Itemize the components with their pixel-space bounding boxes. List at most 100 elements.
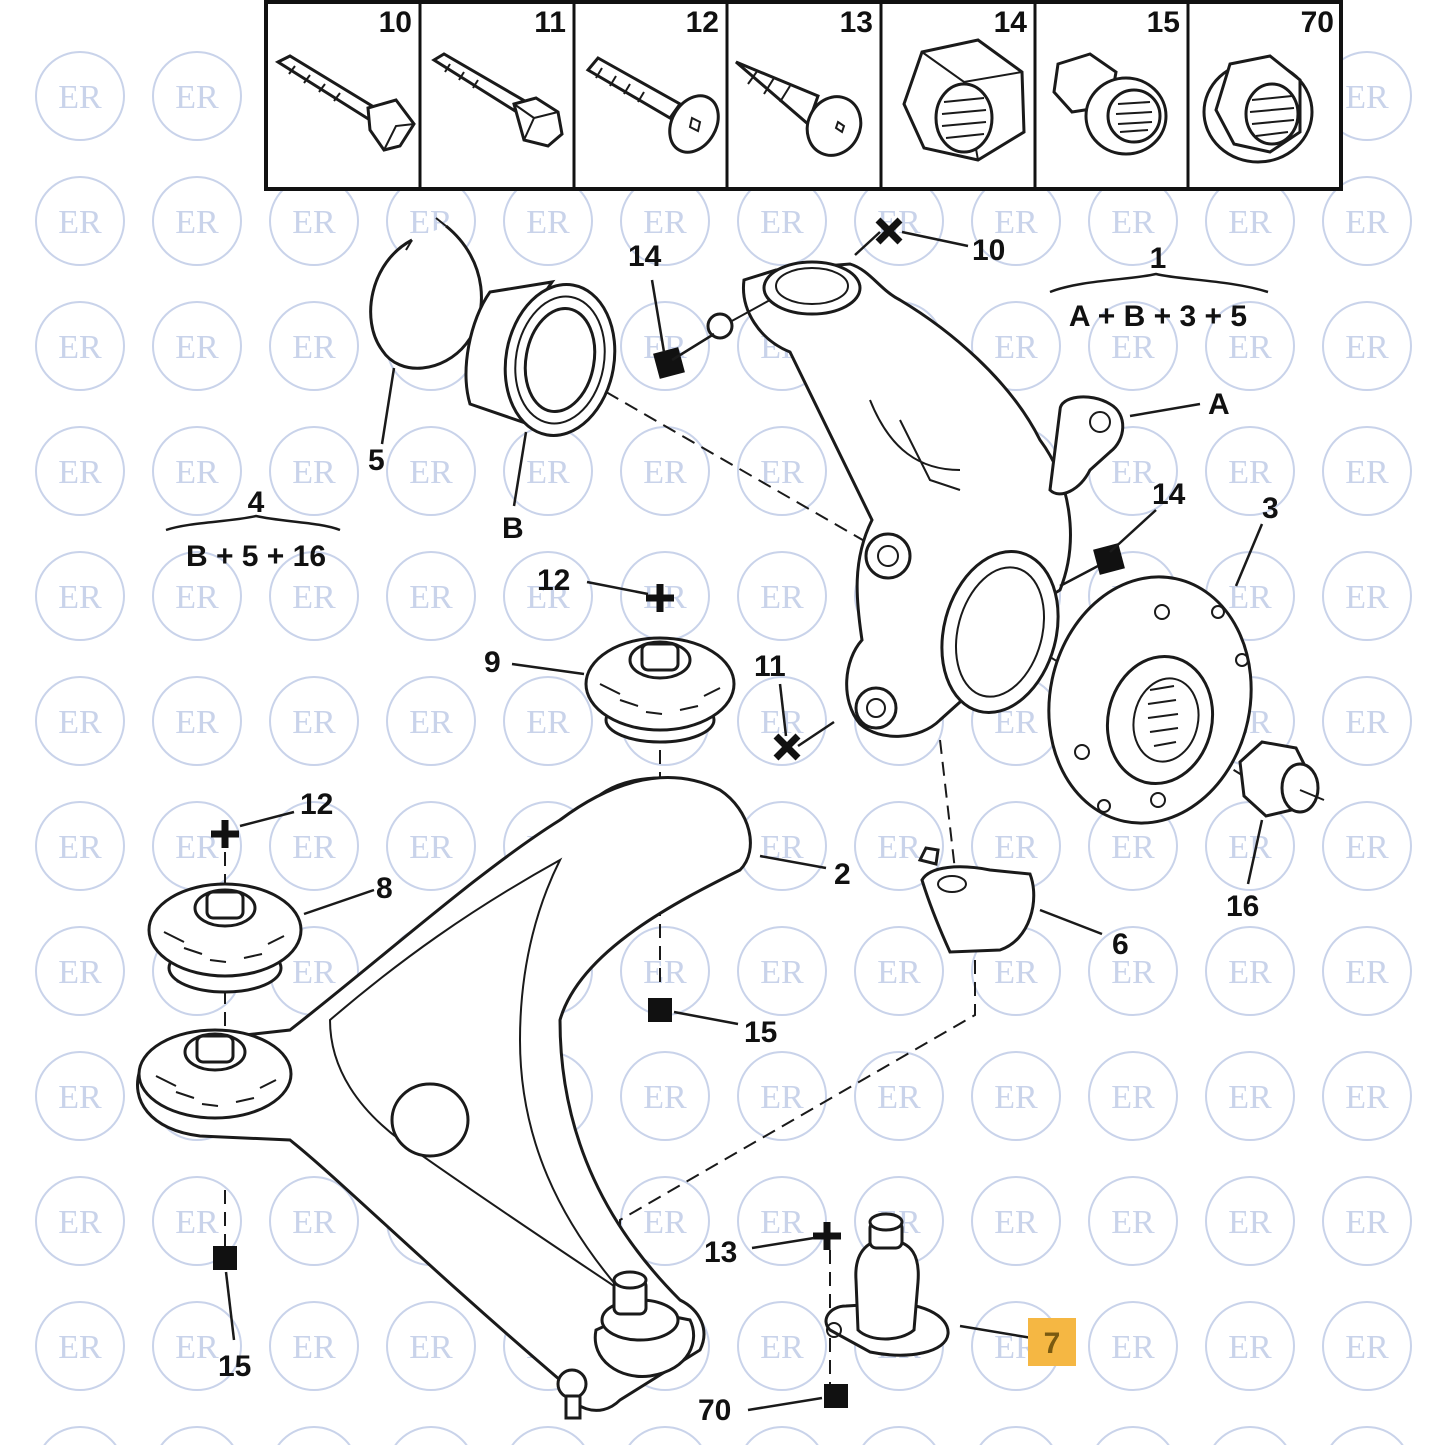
lower-control-arm-part-2 <box>136 776 752 1420</box>
torque-plus-icon <box>211 820 239 848</box>
watermark-text: ER <box>994 954 1038 991</box>
watermark-seal <box>386 1301 476 1391</box>
carriage-bolt-icon <box>274 54 416 152</box>
replace-square-icon <box>1093 543 1125 575</box>
watermark-text: ER <box>58 954 102 991</box>
leader-lines <box>224 230 1264 1412</box>
watermark-text: ER <box>994 829 1038 866</box>
watermark-seal <box>971 1176 1061 1266</box>
header-12: 12 <box>686 6 719 39</box>
watermark-text: ER <box>1111 329 1155 366</box>
watermark-text: ER <box>1228 829 1272 866</box>
watermark-seal <box>1322 426 1412 516</box>
watermark-seal <box>737 676 827 766</box>
torque-cross-icon <box>773 733 801 761</box>
watermark-text: ER <box>175 79 219 116</box>
label-4: 4 <box>248 486 265 519</box>
watermark-text: ER <box>175 1204 219 1241</box>
steering-knuckle-part-A <box>706 260 1125 738</box>
kit-1-formula: A + B + 3 + 5 <box>1069 300 1247 333</box>
flange-lock-nut-icon <box>1202 54 1314 164</box>
watermark-seal <box>152 1176 242 1266</box>
watermark-seal <box>152 301 242 391</box>
watermark-seal <box>386 676 476 766</box>
watermark-text: ER <box>760 954 804 991</box>
watermark-seal <box>152 51 242 141</box>
watermark-seal <box>35 1301 125 1391</box>
watermark-seal <box>1322 801 1412 891</box>
watermark-seal <box>737 926 827 1016</box>
watermark-text: ER <box>58 829 102 866</box>
watermark-seal <box>971 1051 1061 1141</box>
label-15-mid: 15 <box>744 1016 777 1049</box>
hex-nut-icon <box>902 38 1026 162</box>
watermark-seal <box>35 426 125 516</box>
watermark-seal <box>1330 1426 1404 1445</box>
watermark-text: ER <box>526 579 570 616</box>
watermark-text: ER <box>994 204 1038 241</box>
watermark-text: ER <box>760 204 804 241</box>
watermark-text: ER <box>994 329 1038 366</box>
watermark-text: ER <box>292 329 336 366</box>
watermark-seal <box>854 926 944 1016</box>
torque-plus-icon <box>813 1222 841 1250</box>
watermark-seal <box>503 676 593 766</box>
watermark-seal <box>43 1426 117 1445</box>
watermark-seal <box>1088 301 1178 391</box>
watermark-text: ER <box>58 329 102 366</box>
watermark-text: ER <box>760 1329 804 1366</box>
label-2: 2 <box>834 858 851 891</box>
watermark-text: ER <box>760 1079 804 1116</box>
watermark-text: ER <box>175 204 219 241</box>
label-1: 1 <box>1150 242 1167 275</box>
watermark-text: ER <box>1228 954 1272 991</box>
watermark-text: ER <box>1111 1329 1155 1366</box>
watermark-seal <box>1322 1051 1412 1141</box>
label-16: 16 <box>1226 890 1259 923</box>
header-10: 10 <box>379 6 412 39</box>
watermark-seal <box>386 801 476 891</box>
watermark-seal <box>1322 551 1412 641</box>
watermark-seal <box>737 551 827 641</box>
rear-bushing-part-9 <box>584 636 736 744</box>
watermark-seal <box>1322 926 1412 1016</box>
hex-bolt-icon <box>431 52 564 148</box>
watermark-text: ER <box>1111 204 1155 241</box>
watermark-text: ER <box>1228 1079 1272 1116</box>
watermark-text: ER <box>1345 1079 1389 1116</box>
ball-joint-part-7 <box>824 1212 950 1357</box>
label-15-bottom: 15 <box>218 1350 251 1383</box>
watermark-seal <box>737 1051 827 1141</box>
watermark-seal <box>854 801 944 891</box>
label-8: 8 <box>376 872 393 905</box>
replace-square-icon <box>648 998 672 1022</box>
watermark-text: ER <box>409 704 453 741</box>
header-13: 13 <box>840 6 873 39</box>
watermark-seal <box>152 176 242 266</box>
watermark-seal <box>152 426 242 516</box>
watermark-seal <box>35 676 125 766</box>
watermark-seal <box>628 1426 702 1445</box>
fastener-header: 10 11 12 13 14 15 70 <box>264 0 1343 191</box>
label-3: 3 <box>1262 492 1279 525</box>
label-12-lower: 12 <box>300 788 333 821</box>
watermark-text: ER <box>877 829 921 866</box>
watermark-seal <box>1322 1176 1412 1266</box>
watermark-text: ER <box>526 454 570 491</box>
watermark-seal <box>854 1051 944 1141</box>
ball-joint-shield-part-6 <box>917 846 1036 954</box>
watermark-text: ER <box>58 1204 102 1241</box>
watermark-seal <box>1205 426 1295 516</box>
watermark-text: ER <box>409 829 453 866</box>
symbol-markers <box>211 217 1125 1408</box>
watermark-seal <box>152 551 242 641</box>
watermark-seal <box>745 1426 819 1445</box>
replace-square-icon <box>653 347 685 379</box>
label-7: 7 <box>1044 1327 1061 1360</box>
watermark-text: ER <box>1345 579 1389 616</box>
watermark-text: ER <box>1111 954 1155 991</box>
watermark-seal <box>511 1426 585 1445</box>
watermark-seal <box>269 801 359 891</box>
watermark-seal <box>979 1426 1053 1445</box>
watermark-seal <box>35 301 125 391</box>
